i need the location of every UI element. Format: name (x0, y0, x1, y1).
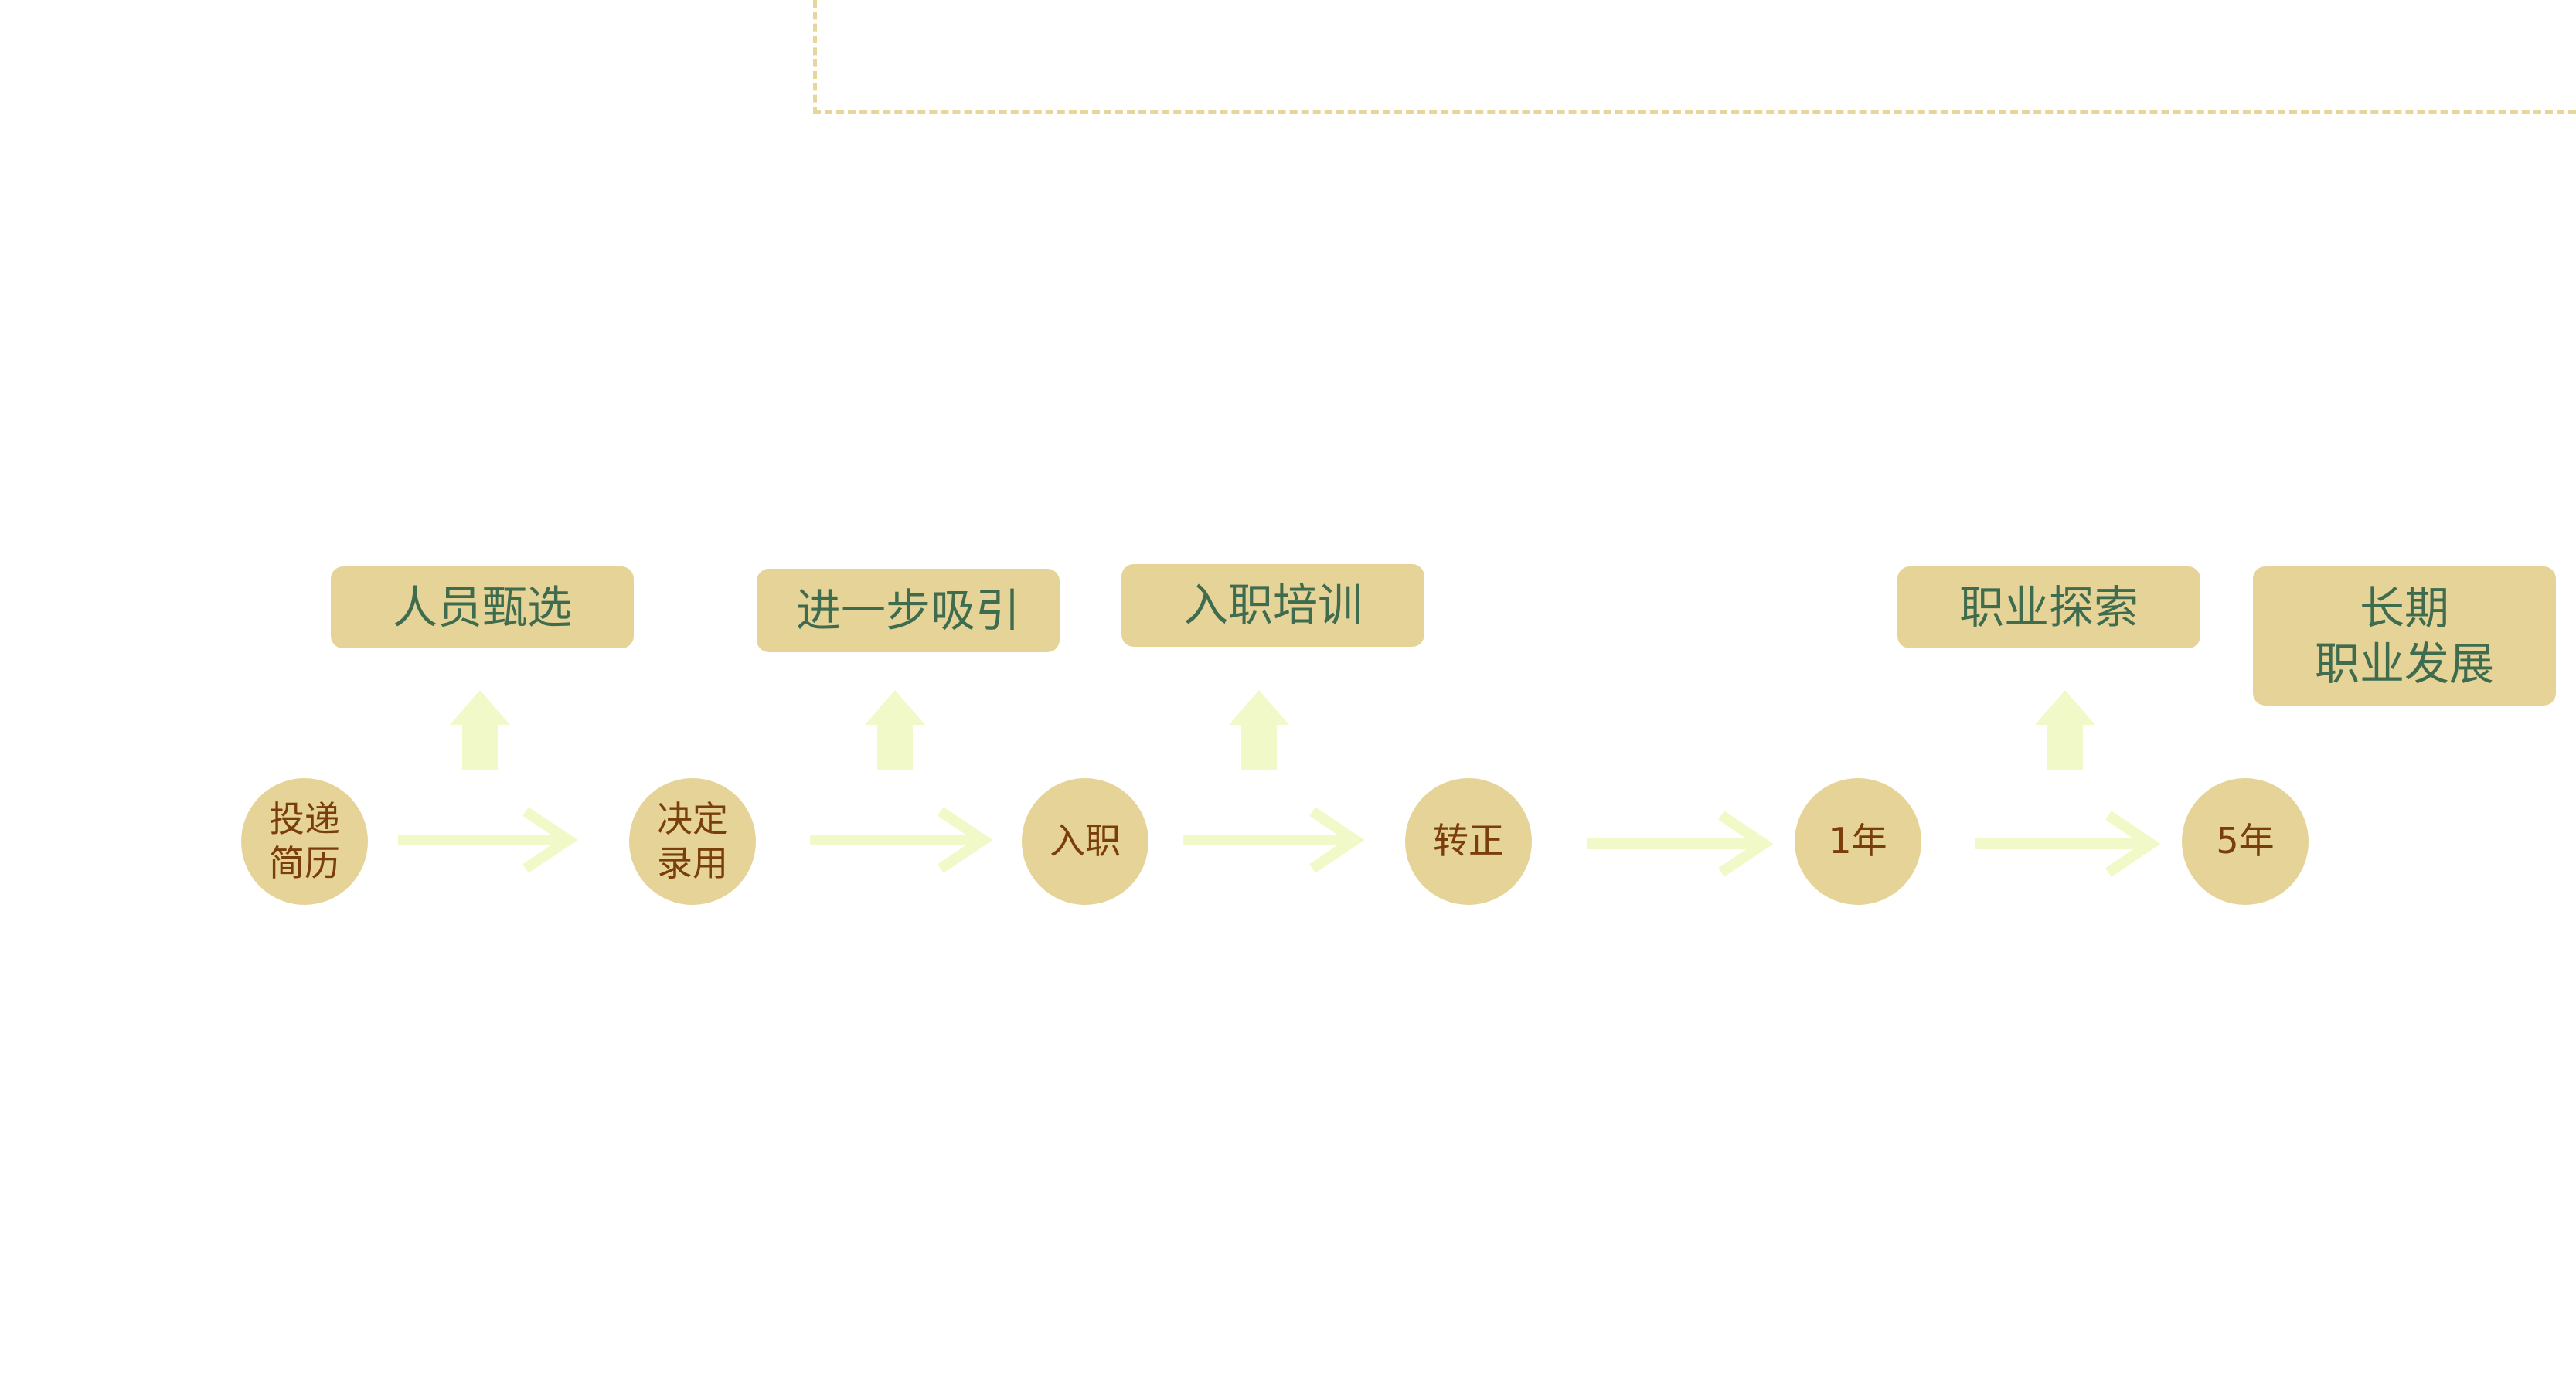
step-label: 入职 (1050, 820, 1121, 862)
stage-box-selection: 人员甄选 (331, 566, 634, 648)
step-label: 投递 简历 (269, 797, 340, 885)
right-arrow (1587, 811, 1774, 877)
stage-box-onboarding: 入职培训 (1121, 564, 1424, 647)
step-label: 1年 (1829, 820, 1887, 862)
step-label: 5年 (2216, 820, 2275, 862)
stage-box-long-term: 长期 职业发展 (2253, 566, 2556, 706)
step-apply: 投递 简历 (241, 778, 368, 905)
step-label: 决定 录用 (657, 797, 728, 885)
step-regular: 转正 (1405, 778, 1532, 905)
step-hired: 决定 录用 (629, 778, 756, 905)
stage-label: 长期 职业发展 (2314, 581, 2494, 691)
step-label: 转正 (1433, 820, 1504, 862)
right-arrow (398, 807, 578, 873)
stage-label: 进一步吸引 (795, 583, 1020, 637)
up-arrow (2035, 690, 2095, 770)
up-arrow (450, 690, 510, 770)
stage-label: 入职培训 (1183, 579, 1363, 632)
stage-box-attraction: 进一步吸引 (757, 569, 1060, 652)
step-onboard: 入职 (1022, 778, 1148, 905)
right-arrow (1975, 811, 2161, 877)
stage-box-exploration: 职业探索 (1897, 566, 2200, 648)
stage-label: 职业探索 (1958, 580, 2139, 634)
step-five-years: 5年 (2182, 778, 2309, 905)
up-arrow (865, 690, 925, 770)
dashed-frame (813, 0, 2576, 114)
stage-label: 人员甄选 (392, 580, 572, 634)
right-arrow (1183, 807, 1365, 873)
step-one-year: 1年 (1795, 778, 1921, 905)
up-arrow (1229, 690, 1289, 770)
right-arrow (810, 807, 993, 873)
